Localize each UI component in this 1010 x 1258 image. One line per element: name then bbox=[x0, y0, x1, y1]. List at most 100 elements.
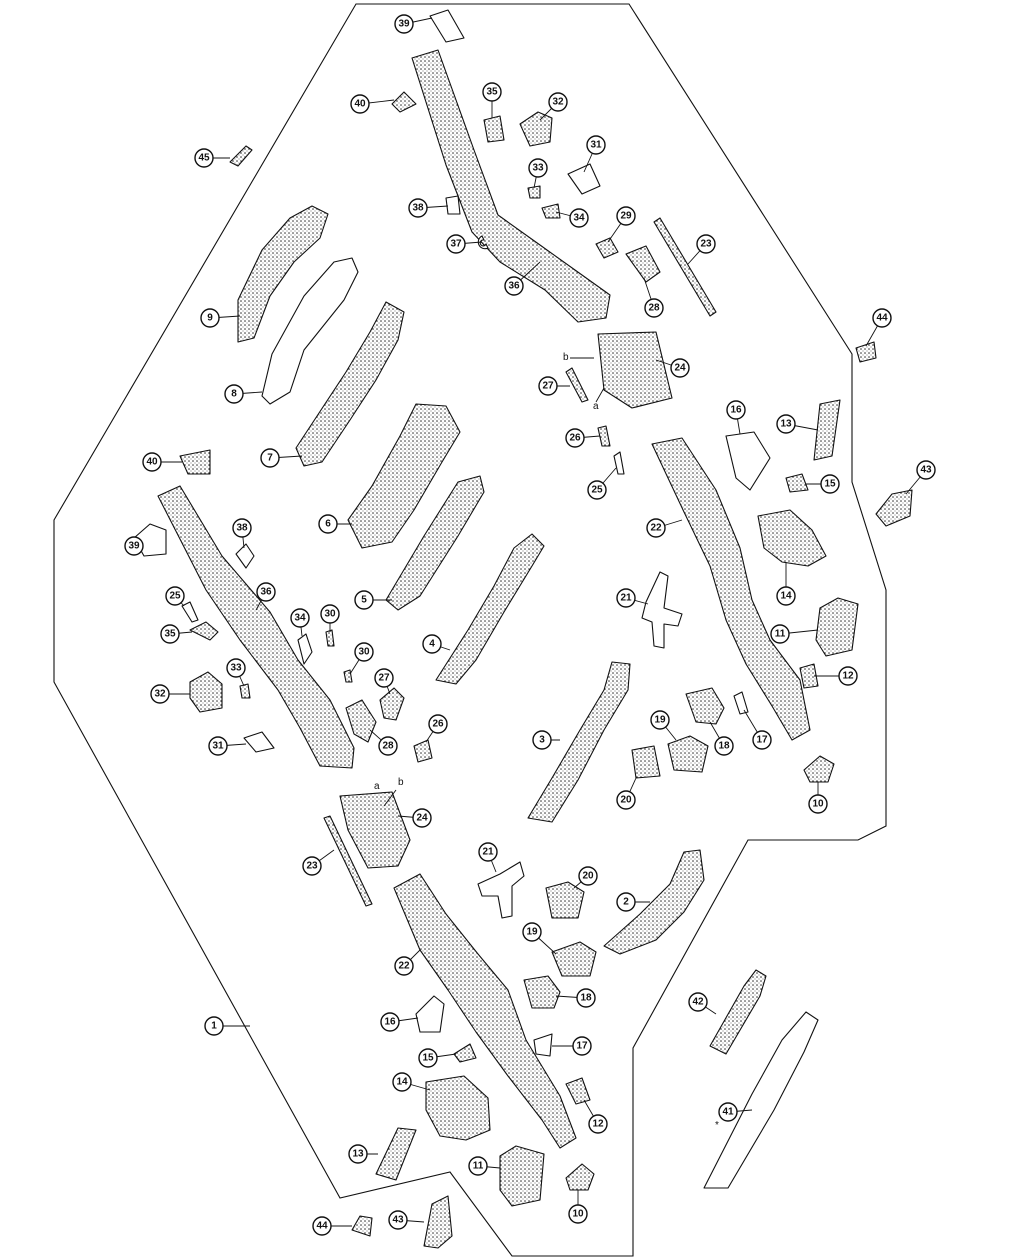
part-21-lower bbox=[477, 861, 525, 919]
callout-circle bbox=[200, 308, 220, 328]
callout-circle bbox=[670, 358, 690, 378]
part-40-upper bbox=[391, 91, 417, 113]
callout-circle bbox=[820, 474, 840, 494]
callout-number: 33 bbox=[230, 663, 242, 674]
part-25-lower bbox=[181, 601, 199, 623]
callout-number: 39 bbox=[398, 19, 410, 30]
callout-number: 27 bbox=[542, 381, 554, 392]
part-24-lower bbox=[339, 791, 411, 869]
callout-number: 41 bbox=[722, 1107, 734, 1118]
callout-circle bbox=[354, 642, 374, 662]
part-38-upper bbox=[445, 195, 461, 215]
callout-26: 26 bbox=[565, 428, 585, 448]
callout-25: 25 bbox=[587, 480, 607, 500]
callout-circle bbox=[224, 384, 244, 404]
callout-number: 29 bbox=[620, 211, 632, 222]
callout-27: 27 bbox=[374, 668, 394, 688]
callout-number: 14 bbox=[780, 591, 792, 602]
callout-15: 15 bbox=[418, 1048, 438, 1068]
part-24-upper bbox=[597, 331, 673, 409]
callout-circle bbox=[770, 624, 790, 644]
callout-circle bbox=[576, 988, 596, 1008]
part-33-lower bbox=[239, 683, 251, 699]
callout-7: 7 bbox=[260, 448, 280, 468]
callout-number: 1 bbox=[211, 1021, 217, 1032]
callout-22: 22 bbox=[646, 518, 666, 538]
callout-circle bbox=[569, 208, 589, 228]
callout-circle bbox=[548, 92, 568, 112]
callout-41: 41 bbox=[718, 1102, 738, 1122]
callout-number: 23 bbox=[700, 239, 712, 250]
part-35-lower bbox=[189, 621, 219, 641]
callout-number: 10 bbox=[812, 799, 824, 810]
part-28-upper bbox=[625, 245, 661, 283]
part-35-upper bbox=[483, 115, 505, 143]
part-21-upper bbox=[641, 571, 683, 649]
callout-circle bbox=[160, 624, 180, 644]
callout-16: 16 bbox=[726, 400, 746, 420]
callout-number: 45 bbox=[198, 153, 210, 164]
callout-42: 42 bbox=[688, 992, 708, 1012]
callout-circle bbox=[446, 234, 466, 254]
callout-circle bbox=[588, 1114, 608, 1134]
part-43-lower bbox=[423, 1195, 453, 1249]
callout-45: 45 bbox=[194, 148, 214, 168]
callout-23: 23 bbox=[696, 234, 716, 254]
callout-number: 31 bbox=[212, 741, 224, 752]
callout-circle bbox=[616, 206, 636, 226]
callout-32: 32 bbox=[150, 684, 170, 704]
callout-39: 39 bbox=[394, 14, 414, 34]
marker-a-upper: a bbox=[593, 401, 599, 412]
callout-17: 17 bbox=[752, 730, 772, 750]
callout-number: 17 bbox=[576, 1041, 588, 1052]
part-3 bbox=[527, 661, 631, 823]
callout-circle bbox=[718, 1102, 738, 1122]
callout-number: 37 bbox=[450, 239, 462, 250]
callout-circle bbox=[572, 1036, 592, 1056]
callout-39: 39 bbox=[124, 536, 144, 556]
callout-number: 40 bbox=[146, 457, 158, 468]
callout-23: 23 bbox=[302, 856, 322, 876]
callout-circle bbox=[838, 666, 858, 686]
callout-12: 12 bbox=[588, 1114, 608, 1134]
part-39-upper bbox=[429, 9, 465, 43]
callout-number: 30 bbox=[358, 647, 370, 658]
callout-21: 21 bbox=[478, 842, 498, 862]
callout-circle bbox=[260, 448, 280, 468]
callout-29: 29 bbox=[616, 206, 636, 226]
callout-44: 44 bbox=[312, 1216, 332, 1236]
callout-circle bbox=[468, 1156, 488, 1176]
callout-circle bbox=[350, 94, 370, 114]
callout-circle bbox=[776, 414, 796, 434]
callout-number: 16 bbox=[730, 405, 742, 416]
callout-13: 13 bbox=[348, 1144, 368, 1164]
callout-number: 32 bbox=[154, 689, 166, 700]
callout-circle bbox=[354, 590, 374, 610]
callout-circle bbox=[726, 400, 746, 420]
part-31-lower bbox=[243, 731, 275, 753]
callout-44: 44 bbox=[872, 308, 892, 328]
callout-circle bbox=[538, 376, 558, 396]
callout-circle bbox=[226, 658, 246, 678]
assembly-outline bbox=[53, 3, 887, 1257]
callout-number: 19 bbox=[526, 927, 538, 938]
callout-number: 17 bbox=[756, 735, 768, 746]
part-44-upper bbox=[855, 341, 877, 363]
callout-11: 11 bbox=[468, 1156, 488, 1176]
callout-number: 8 bbox=[231, 389, 237, 400]
callout-number: 14 bbox=[396, 1077, 408, 1088]
part-32-upper bbox=[519, 111, 553, 147]
callout-number: 15 bbox=[422, 1053, 434, 1064]
callout-15: 15 bbox=[820, 474, 840, 494]
callout-36: 36 bbox=[256, 582, 276, 602]
callout-circle bbox=[388, 1210, 408, 1230]
callout-circle bbox=[565, 428, 585, 448]
callout-circle bbox=[714, 736, 734, 756]
part-15-upper bbox=[785, 473, 809, 493]
callout-circle bbox=[752, 730, 772, 750]
part-23-upper bbox=[653, 217, 717, 317]
callout-number: 43 bbox=[392, 1215, 404, 1226]
arrow-a-upper bbox=[595, 387, 605, 403]
callout-circle bbox=[374, 668, 394, 688]
part-19-upper bbox=[667, 735, 709, 773]
